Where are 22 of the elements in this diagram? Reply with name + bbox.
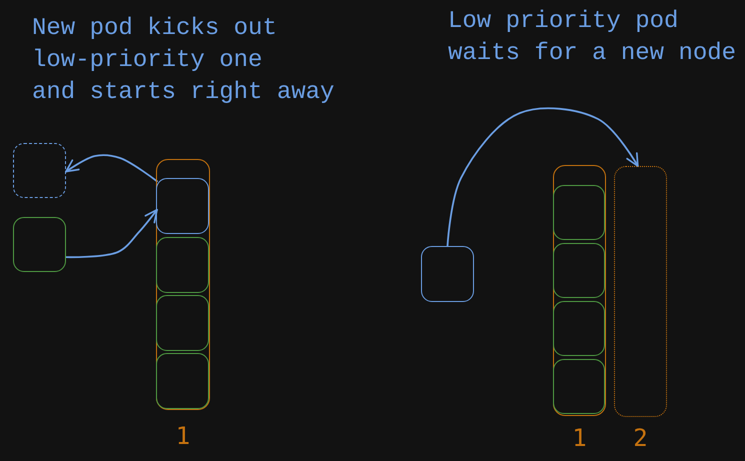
arrow: [65, 154, 158, 182]
annotation-text: Low priority pod waits for a new node: [448, 7, 736, 69]
node-number: 1: [572, 424, 587, 452]
node-number: 1: [176, 422, 190, 450]
pod-box: [553, 185, 606, 240]
pod-box: [156, 237, 210, 294]
node-column: [553, 165, 606, 416]
dashed-pod-box: [13, 143, 66, 198]
node-column: [156, 159, 210, 410]
annotation-text: New pod kicks out low-priority one and starts right away: [32, 14, 334, 108]
pod-box: [156, 178, 210, 234]
node-number: 2: [633, 424, 648, 452]
dotted-node-column: [614, 166, 667, 417]
pod-box: [553, 359, 606, 414]
pod-box: [156, 353, 210, 410]
pod-box: [553, 243, 606, 298]
arrow: [446, 107, 639, 247]
arrow: [65, 208, 158, 258]
pod-box: [156, 295, 210, 352]
pod-box: [421, 246, 474, 302]
pod-box: [553, 301, 606, 356]
pod-box: [13, 217, 66, 272]
